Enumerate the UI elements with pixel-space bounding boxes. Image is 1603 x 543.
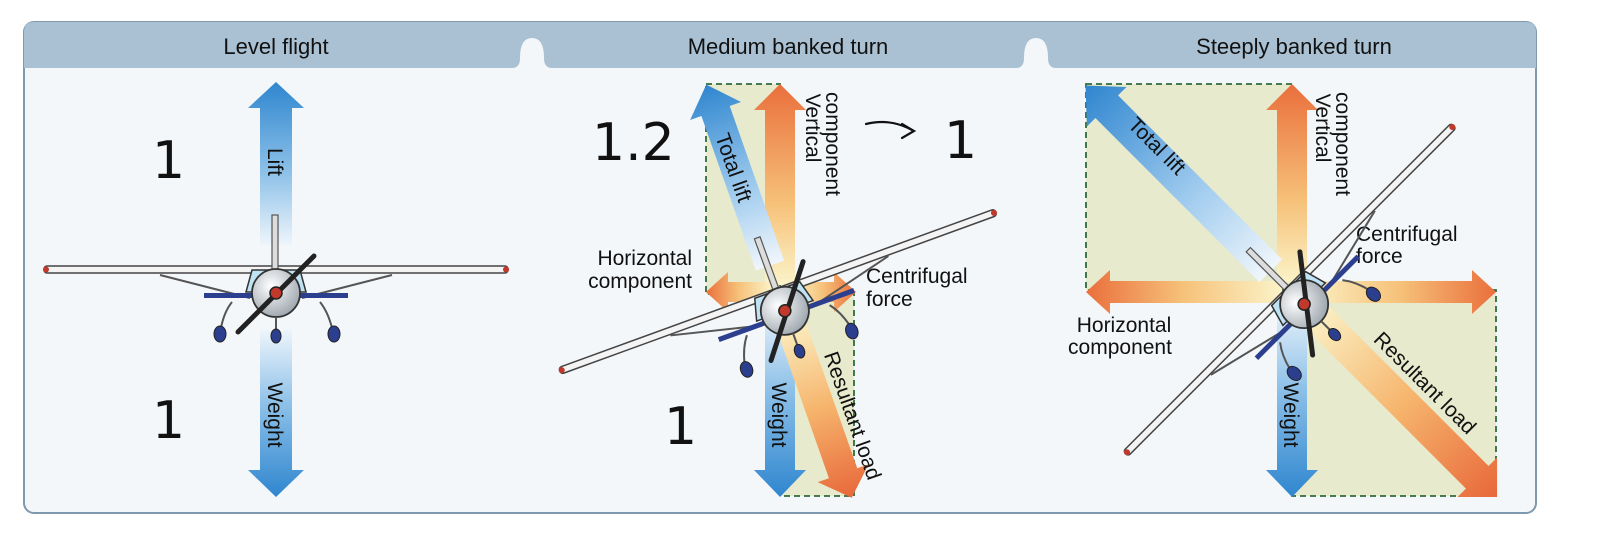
resultant-load-arrow (1299, 299, 1498, 498)
weight-arrow (1266, 302, 1318, 497)
horizontal-component-arrow (1086, 270, 1282, 314)
header-band (24, 22, 1536, 68)
total-lift-arrow (690, 84, 785, 271)
centrifugal-force-label-1: Centrifugal (866, 265, 968, 288)
panel-title-steep-turn: Steeply banked turn (1196, 34, 1392, 59)
aircraft-level (43, 214, 509, 344)
weight-label: Weight (767, 383, 790, 448)
panel-steep-turn: Total lift Vertical component Horizontal… (1068, 83, 1498, 498)
weight-label: Weight (1279, 383, 1302, 448)
aircraft-medium-bank (558, 208, 997, 378)
centrifugal-force-label-2: force (866, 288, 913, 311)
tab-notch-1 (512, 38, 552, 68)
horizontal-component-label-1: Horizontal (1077, 314, 1172, 337)
handwritten-weight-factor: 1 (152, 391, 185, 451)
total-lift-arrow (1085, 85, 1283, 283)
vertical-component-arrow (1266, 84, 1318, 282)
resultant-load-arrow (773, 311, 869, 498)
vertical-component-label-2: component (821, 92, 844, 196)
aircraft-steep-bank (1123, 123, 1456, 456)
lift-label: Lift (263, 148, 286, 176)
handwritten-lift-factor: 1 (152, 131, 185, 191)
handwritten-weight-factor: 1 (664, 397, 697, 457)
horizontal-component-label-2: component (588, 270, 692, 293)
tab-notch-2 (1016, 38, 1056, 68)
panel-title-medium-turn: Medium banked turn (688, 34, 889, 59)
panel-medium-turn: Total lift Vertical component Horizontal… (558, 83, 997, 498)
handwritten-vertical-factor: 1 (944, 111, 977, 171)
vertical-component-label-1: Vertical (801, 94, 824, 163)
vertical-component-label-1: Vertical (1311, 94, 1334, 163)
centrifugal-force-label-2: force (1356, 245, 1403, 268)
panel-level-flight: Lift Weight 1 1 (43, 82, 509, 497)
handwritten-arrow (864, 120, 917, 140)
horizontal-component-label-2: component (1068, 336, 1172, 359)
weight-label: Weight (263, 383, 286, 448)
centrifugal-force-label-1: Centrifugal (1356, 223, 1458, 246)
weight-arrow (248, 330, 304, 497)
handwritten-total-lift-factor: 1.2 (592, 113, 675, 173)
horizontal-component-label-1: Horizontal (597, 247, 692, 270)
vertical-component-label-2: component (1331, 92, 1354, 196)
panel-title-level-flight: Level flight (223, 34, 328, 59)
lift-arrow (248, 82, 304, 245)
